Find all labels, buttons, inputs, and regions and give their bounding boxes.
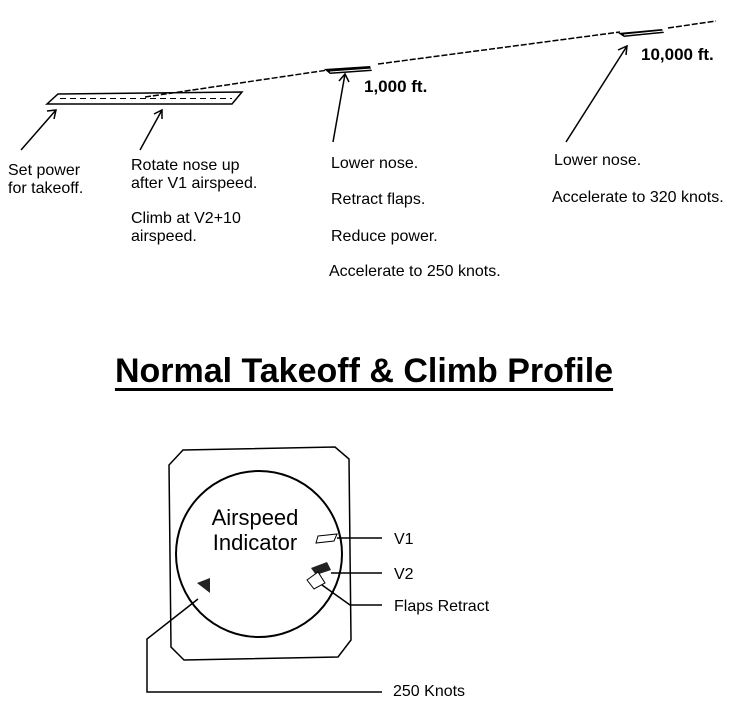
level-off-10000 <box>618 29 665 37</box>
step-rotate: Rotate nose up after V1 airspeed. <box>131 157 257 193</box>
flaps-retract-marker-label: Flaps Retract <box>394 598 490 615</box>
step-line: Set power <box>8 162 81 179</box>
step-line: Climb at V2+10 <box>131 210 241 227</box>
flaps-retract-bug <box>306 571 326 590</box>
step-1000-line-4: Accelerate to 250 knots. <box>329 263 501 280</box>
indicator-dial <box>175 470 343 638</box>
level-off-1000 <box>324 66 373 74</box>
indicator-label: Airspeed Indicator <box>196 505 314 555</box>
callout-lines <box>146 537 382 693</box>
runway <box>45 91 244 105</box>
step-line: Rotate nose up <box>131 157 240 174</box>
page-title: Normal Takeoff & Climb Profile <box>114 352 614 390</box>
v2-marker-label: V2 <box>394 566 414 583</box>
knots-250-marker-label: 250 Knots <box>393 683 466 700</box>
step-climb: Climb at V2+10 airspeed. <box>131 210 241 246</box>
v2-bug <box>311 562 331 575</box>
step-1000-line-2: Retract flaps. <box>331 191 426 208</box>
indicator-label-line: Indicator <box>212 530 298 555</box>
step-10000-line-1: Lower nose. <box>554 152 642 169</box>
pointer-arrows <box>20 44 628 151</box>
step-line: for takeoff. <box>8 180 84 197</box>
step-line: airspeed. <box>131 228 197 245</box>
altitude-1000-label: 1,000 ft. <box>364 77 428 96</box>
step-1000-line-1: Lower nose. <box>331 155 419 172</box>
climb-path <box>144 20 717 98</box>
step-10000-line-2: Accelerate to 320 knots. <box>552 189 724 206</box>
knots-250-bug <box>197 578 210 593</box>
altitude-10000-label: 10,000 ft. <box>641 45 714 64</box>
v1-marker-label: V1 <box>394 531 414 548</box>
v1-bug <box>315 533 338 544</box>
step-1000-line-3: Reduce power. <box>331 228 438 245</box>
indicator-label-line: Airspeed <box>211 505 299 530</box>
step-set-power: Set power for takeoff. <box>8 162 83 198</box>
step-line: after V1 airspeed. <box>131 175 258 192</box>
